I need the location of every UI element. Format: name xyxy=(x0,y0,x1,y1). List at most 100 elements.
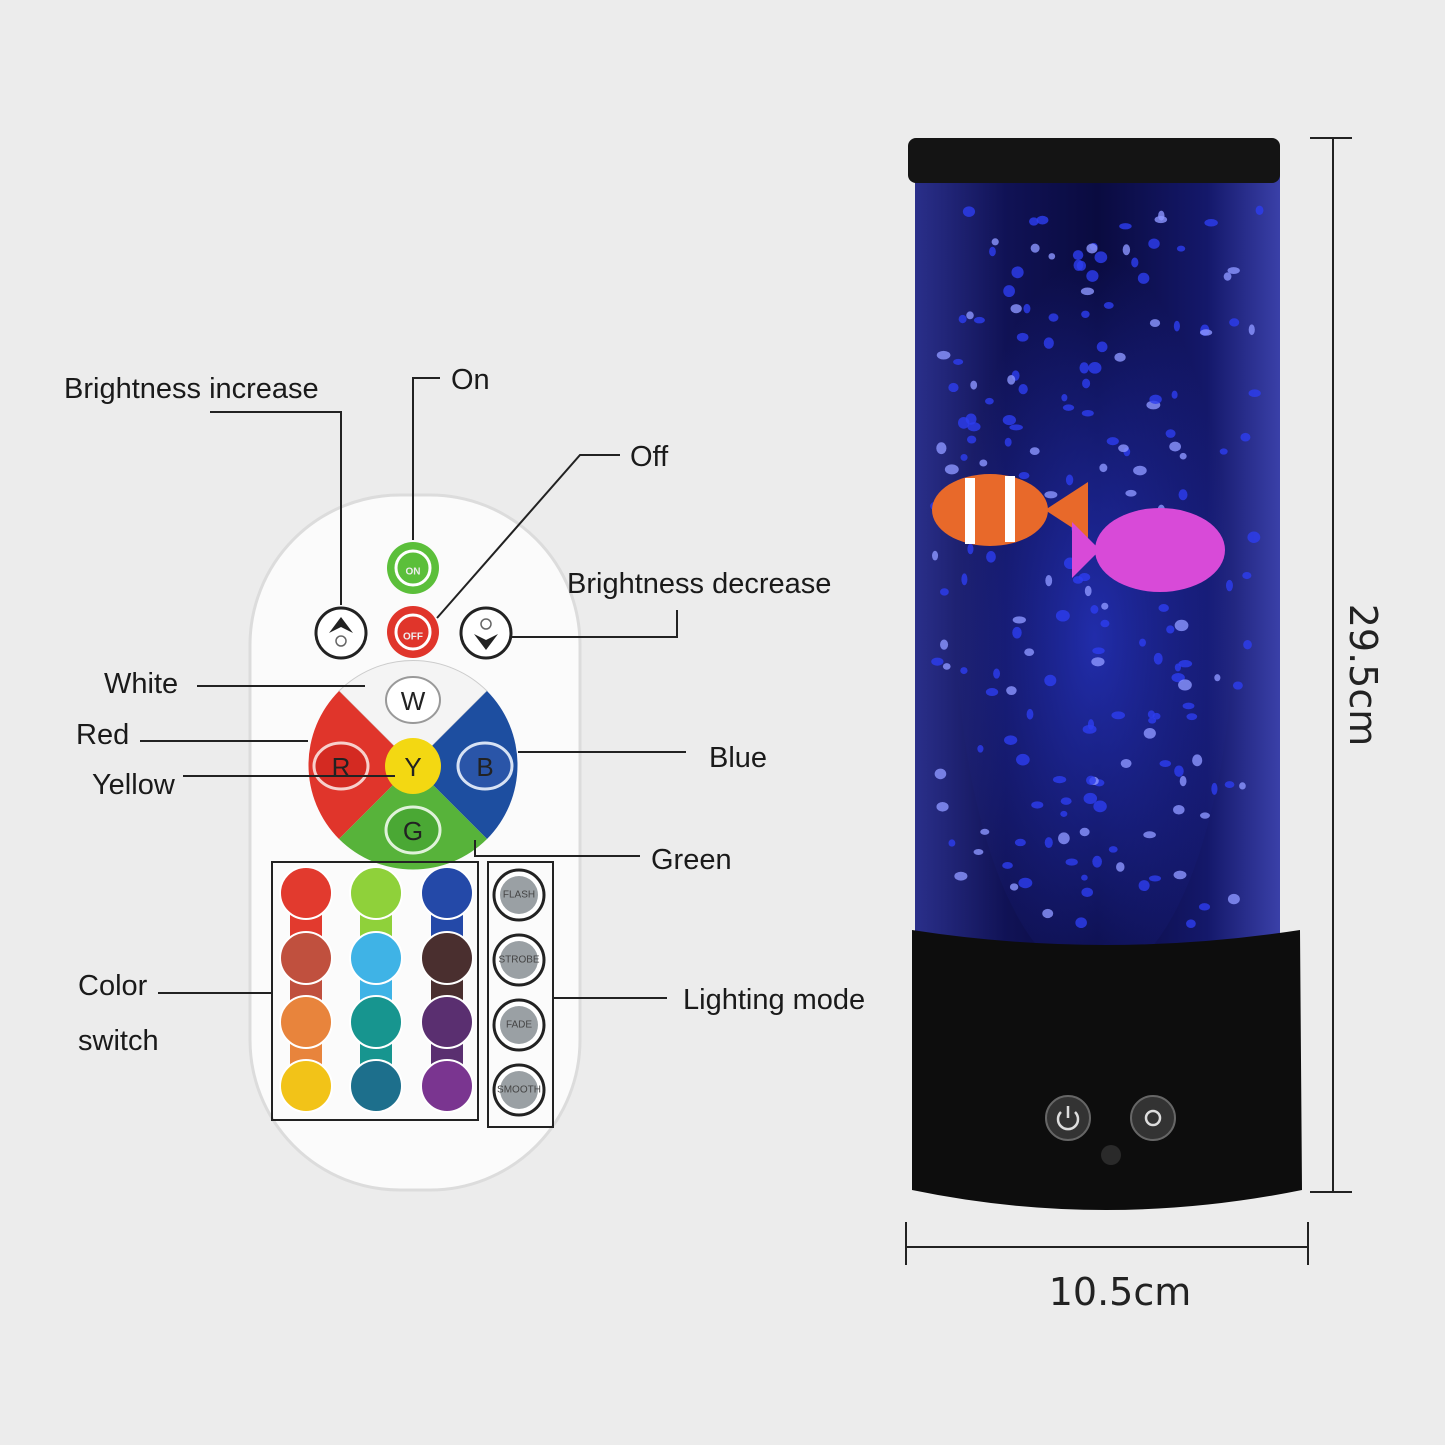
bubble xyxy=(1248,324,1255,336)
bubble xyxy=(1154,215,1168,224)
mode-button-fade[interactable]: FADE xyxy=(492,998,546,1052)
mode-button-smooth[interactable]: SMOOTH xyxy=(492,1063,546,1117)
light-button[interactable] xyxy=(1130,1095,1176,1141)
bubble xyxy=(934,768,947,780)
color-button[interactable] xyxy=(420,931,474,985)
color-button[interactable] xyxy=(279,995,333,1049)
bubble xyxy=(1011,266,1024,279)
bubble xyxy=(1086,243,1098,254)
color-button[interactable] xyxy=(349,995,403,1049)
bubble xyxy=(1055,609,1070,622)
color-button[interactable] xyxy=(420,1059,474,1113)
mode-label: STROBE xyxy=(498,955,539,966)
bubble xyxy=(936,442,947,455)
pink-fish xyxy=(1072,508,1225,592)
bubble xyxy=(1173,804,1185,815)
bubble xyxy=(1106,437,1119,446)
bubble xyxy=(1174,619,1189,632)
label-brightness-increase: Brightness increase xyxy=(64,373,319,405)
bubble xyxy=(1036,215,1049,225)
color-button[interactable] xyxy=(349,1059,403,1113)
bubble xyxy=(1179,775,1187,787)
bubble xyxy=(1018,383,1028,395)
svg-text:G: G xyxy=(403,816,423,846)
bubble xyxy=(944,464,959,475)
color-wheel: W R B G Y xyxy=(308,659,518,870)
color-button[interactable] xyxy=(279,866,333,920)
bubble xyxy=(1030,243,1040,253)
yellow-button[interactable]: Y xyxy=(385,738,441,794)
blue-button[interactable]: B xyxy=(456,741,514,791)
bubble xyxy=(962,206,976,217)
bubble xyxy=(1052,776,1067,784)
mode-button-flash[interactable]: FLASH xyxy=(492,868,546,922)
bubble xyxy=(1178,659,1193,668)
bubble xyxy=(1084,585,1092,597)
bubble xyxy=(1087,719,1095,730)
color-button[interactable] xyxy=(349,931,403,985)
green-button[interactable]: G xyxy=(384,805,442,855)
bubble xyxy=(1092,855,1102,868)
bubble xyxy=(979,459,988,467)
bubble xyxy=(1014,838,1026,847)
label-white: White xyxy=(104,668,178,700)
brightness-down-button[interactable] xyxy=(459,606,513,660)
bubble xyxy=(980,828,990,835)
brightness-up-button[interactable] xyxy=(314,606,368,660)
bubble xyxy=(1133,465,1147,476)
bubble xyxy=(1043,337,1054,349)
leader-lines xyxy=(140,377,686,999)
power-button[interactable] xyxy=(1045,1095,1091,1141)
bubble xyxy=(1060,810,1068,817)
color-button[interactable] xyxy=(279,1059,333,1113)
on-button[interactable]: ON xyxy=(387,542,439,594)
svg-text:B: B xyxy=(476,752,493,782)
bubble xyxy=(1148,238,1160,249)
bubble xyxy=(1086,270,1099,282)
mode-button-strobe[interactable]: STROBE xyxy=(492,933,546,987)
bubble xyxy=(1065,858,1078,866)
off-button[interactable]: OFF xyxy=(387,606,439,658)
bubble xyxy=(1048,253,1056,260)
bubble xyxy=(1119,223,1132,230)
red-button[interactable]: R xyxy=(312,741,370,791)
bubble xyxy=(1114,352,1126,362)
bubble xyxy=(989,246,996,257)
bubble xyxy=(1225,579,1233,592)
bubble xyxy=(1137,272,1150,284)
bubble xyxy=(1173,320,1180,332)
bubble xyxy=(1015,753,1030,766)
white-button[interactable]: W xyxy=(385,676,441,724)
bubble xyxy=(1149,394,1162,405)
color-button[interactable] xyxy=(349,866,403,920)
bubble xyxy=(1093,800,1107,813)
bubble xyxy=(1227,893,1240,905)
bubble xyxy=(973,848,984,856)
bubble xyxy=(1062,404,1075,411)
color-switch-box xyxy=(271,861,479,1121)
bubble xyxy=(1116,862,1125,872)
bubble xyxy=(1004,735,1018,745)
bubble xyxy=(1173,870,1187,880)
bubble xyxy=(1229,318,1240,327)
bubble xyxy=(1171,390,1178,399)
bubble xyxy=(1007,374,1016,385)
bubble xyxy=(1079,362,1089,374)
bubble xyxy=(940,588,949,596)
lamp-base xyxy=(912,930,1302,1210)
bubble xyxy=(1169,441,1181,452)
bubble xyxy=(1224,781,1235,789)
bubble xyxy=(1081,310,1090,319)
color-button[interactable] xyxy=(420,866,474,920)
bubble xyxy=(1120,758,1132,768)
bubble xyxy=(1009,883,1019,891)
color-button[interactable] xyxy=(420,995,474,1049)
bubble xyxy=(1103,301,1114,309)
bubble xyxy=(1099,463,1108,473)
bubble xyxy=(1048,313,1059,322)
bubble xyxy=(942,663,951,670)
bubble xyxy=(1026,708,1034,720)
bubble xyxy=(1143,831,1156,839)
bubble xyxy=(1044,837,1053,849)
color-button[interactable] xyxy=(279,931,333,985)
